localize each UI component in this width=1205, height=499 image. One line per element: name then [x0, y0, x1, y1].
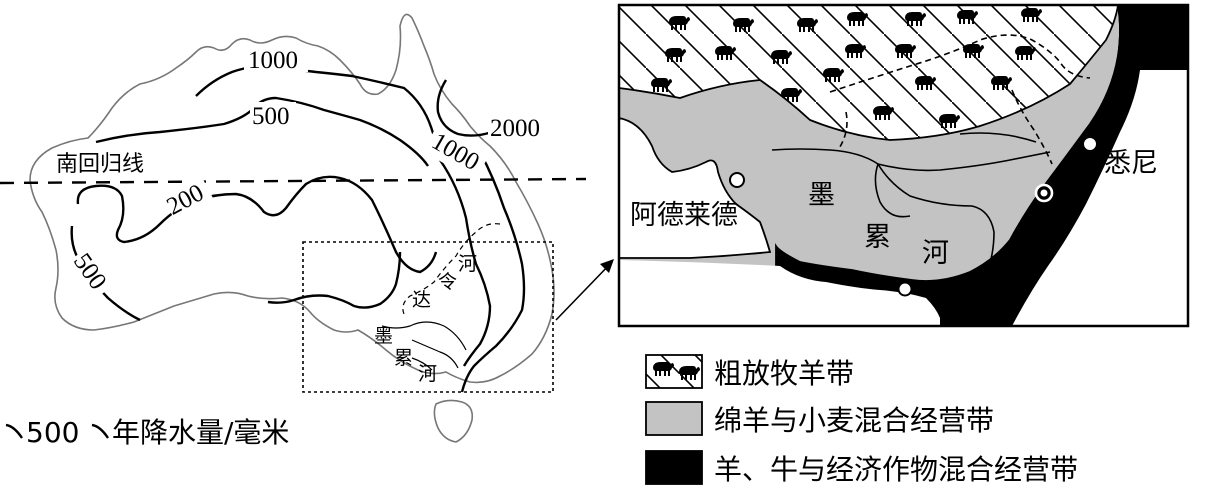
tropic-of-capricorn-line: [0, 177, 587, 185]
western-ocean: [619, 117, 772, 259]
inset-river-char-mo: 墨: [808, 180, 835, 211]
darling-river-line: [402, 223, 501, 315]
city-label-sydney: 悉尼: [1104, 148, 1158, 179]
isohyet-line-1000-east: [460, 151, 526, 393]
pointer-arrowhead: [600, 259, 614, 273]
murray-river-line: [381, 321, 467, 371]
inset-map: 阿德莱德 悉尼 墨 累 河: [617, 3, 1190, 328]
isohyet-legend-value: 500: [26, 416, 79, 449]
river-char-da: 达: [412, 289, 431, 311]
eastern-ocean: [1012, 70, 1188, 326]
river-char-ling: 令: [438, 271, 457, 293]
isohyet-legend-symbol-left: [5, 423, 23, 439]
river-char-he-darling: 河: [458, 253, 477, 275]
river-char-lei: 累: [394, 347, 413, 369]
isohyet-label-2000: 2000: [490, 115, 540, 142]
legend-label-mixed: 羊、牛与经济作物混合经营带: [714, 453, 1078, 486]
legend-item-mixed: 羊、牛与经济作物混合经营带: [645, 450, 1078, 486]
sydney-marker: [1082, 136, 1098, 152]
isohyet-legend-text: 年降水量/毫米: [112, 416, 289, 449]
isohyet-legend: 500 年降水量/毫米: [5, 416, 289, 449]
legend-item-grazing: 粗放牧羊带: [645, 354, 854, 390]
adelaide-marker: [729, 172, 745, 188]
zone-boundary: [969, 5, 1121, 273]
river-char-he-murray: 河: [418, 363, 437, 385]
zone-legend: 粗放牧羊带 绵羊与小麦混合经营带 羊、牛与经济作物混合经营带: [645, 354, 1078, 486]
tasmania: [433, 399, 474, 443]
legend-label-wheat-sheep: 绵羊与小麦混合经营带: [714, 404, 994, 437]
inset-locator-box: [302, 241, 554, 393]
inset-frame: [617, 3, 1190, 328]
city-label-adelaide: 阿德莱德: [630, 200, 738, 231]
legend-item-wheat-sheep: 绵羊与小麦混合经营带: [645, 401, 994, 437]
isohyet-label-500-north: 500: [252, 103, 290, 130]
melbourne-marker: [897, 281, 913, 297]
inset-river-char-lei: 累: [864, 222, 891, 253]
isohyet-legend-symbol-right: [91, 423, 109, 439]
isohyet-line-200: [76, 175, 438, 274]
southern-ocean: [619, 260, 940, 326]
tropic-label: 南回归线: [56, 152, 144, 177]
legend-swatch-mixed: [645, 450, 703, 485]
inset-river-char-he: 河: [922, 238, 949, 269]
isohyet-line-500-north: [95, 96, 429, 167]
isohyet-label-1000-north: 1000: [248, 47, 298, 74]
murray-darling-rivers: [771, 132, 1051, 271]
legend-label-grazing: 粗放牧羊带: [714, 357, 854, 390]
legend-swatch-wheat-sheep: [645, 401, 703, 436]
isohyet-line-2000: [436, 79, 493, 137]
state-border-dashed: [829, 34, 1091, 165]
isohyet-line-1000-north: [195, 65, 453, 167]
river-char-mo: 墨: [374, 325, 393, 347]
australia-map: 南回归线 1000 500 2000 1000 200 500 墨 累 河 达 …: [0, 13, 614, 443]
canberra-inner: [1040, 189, 1048, 197]
pointer-arrow: [555, 261, 613, 321]
